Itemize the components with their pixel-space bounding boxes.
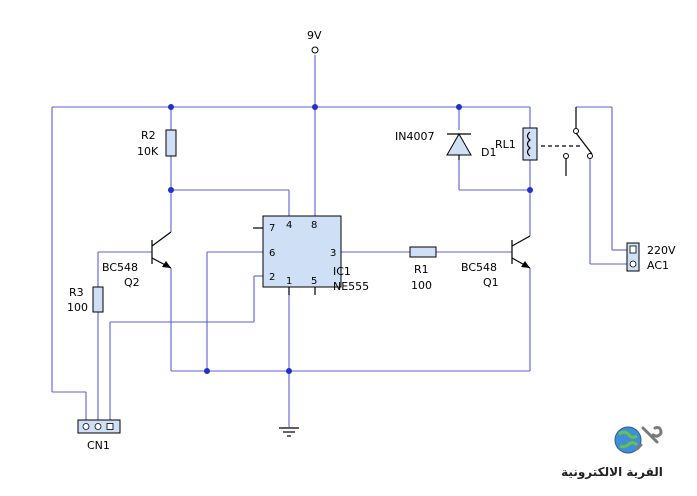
ic-pin-7: 7 <box>269 223 275 234</box>
ac-name: AC1 <box>647 259 669 272</box>
resistor-r1: R1 100 <box>409 246 437 292</box>
q2-name: Q2 <box>124 276 140 289</box>
r3-value: 100 <box>67 301 88 314</box>
junction-dot <box>456 104 462 110</box>
junction-dot <box>168 104 174 110</box>
junction-dot <box>312 104 318 110</box>
q1-type: BC548 <box>461 261 497 274</box>
junction-dot <box>527 187 533 193</box>
connector-name: CN1 <box>87 439 110 452</box>
junction-dot <box>168 187 174 193</box>
connector-cn1: CN1 <box>77 419 121 452</box>
r2-name: R2 <box>141 129 156 142</box>
logo-text: القرية الالكترونية <box>561 465 663 480</box>
wires <box>51 55 627 427</box>
transistor-q2: BC548 Q2 <box>102 231 172 289</box>
junction-dot <box>204 368 210 374</box>
r3-name: R3 <box>69 286 84 299</box>
r2-value: 10K <box>137 145 159 158</box>
q1-name: Q1 <box>483 276 499 289</box>
d1-name: D1 <box>481 146 496 159</box>
ic-pin-1: 1 <box>286 276 292 287</box>
diode-d1: IN4007 D1 <box>395 130 496 160</box>
junctions <box>168 104 533 374</box>
resistor-r3: R3 100 <box>67 286 104 314</box>
junction-dot <box>286 368 292 374</box>
q2-type: BC548 <box>102 261 138 274</box>
relay-rl1: RL1 <box>495 107 593 176</box>
ic-pin-2: 2 <box>269 272 275 283</box>
ic-pin-8: 8 <box>311 220 317 231</box>
ic-name: IC1 <box>333 265 351 278</box>
ic-ne555: 7 4 8 6 3 2 1 5 IC1 NE555 <box>253 215 369 295</box>
wrench-icon <box>635 426 663 451</box>
d1-type: IN4007 <box>395 130 434 143</box>
relay-name: RL1 <box>495 138 516 151</box>
r1-value: 100 <box>411 279 432 292</box>
ground-icon <box>279 427 299 437</box>
ic-type: NE555 <box>333 280 369 293</box>
ac-terminal: 220V AC1 <box>626 242 676 272</box>
r1-name: R1 <box>414 263 429 276</box>
transistor-q1: BC548 Q1 <box>461 235 531 289</box>
ic-pin-4: 4 <box>286 220 292 231</box>
site-logo: القرية الالكترونية <box>561 426 663 480</box>
supply-label: 9V <box>307 29 322 42</box>
ic-pin-3: 3 <box>330 248 336 259</box>
ac-voltage: 220V <box>647 244 676 257</box>
supply-terminal: 9V <box>307 29 322 54</box>
ic-pin-5: 5 <box>311 276 317 287</box>
resistor-r2: R2 10K <box>137 129 177 158</box>
ic-pin-6: 6 <box>269 248 275 259</box>
